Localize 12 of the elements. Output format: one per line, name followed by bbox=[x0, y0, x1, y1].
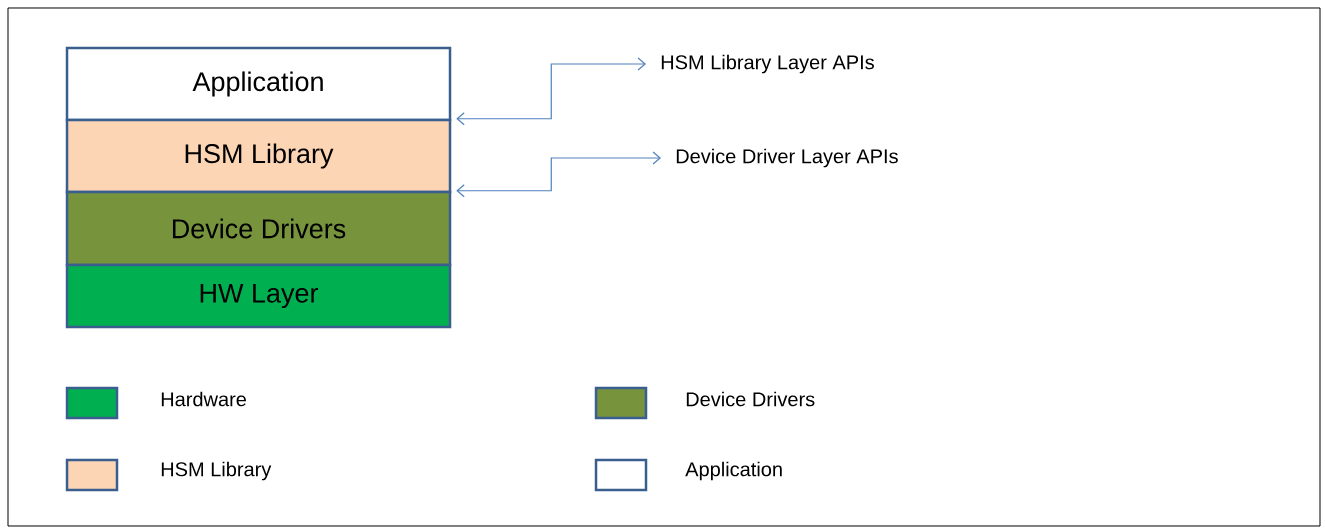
layer-box: Device Drivers bbox=[65, 190, 452, 267]
layer-box: Application bbox=[65, 46, 452, 122]
legend-label: Hardware bbox=[161, 391, 246, 407]
api-label: Device Driver Layer APIs bbox=[676, 148, 898, 168]
arrow bbox=[456, 151, 661, 198]
legend-label: Device Drivers bbox=[686, 391, 815, 407]
api-label: HSM Library Layer APIs bbox=[661, 54, 874, 74]
layer-box: HSM Library bbox=[65, 118, 452, 194]
legend-label: Application bbox=[685, 461, 782, 481]
legend-label: HSM Library bbox=[161, 461, 272, 481]
arrow bbox=[456, 57, 646, 126]
layer-box: HW Layer bbox=[65, 263, 452, 329]
